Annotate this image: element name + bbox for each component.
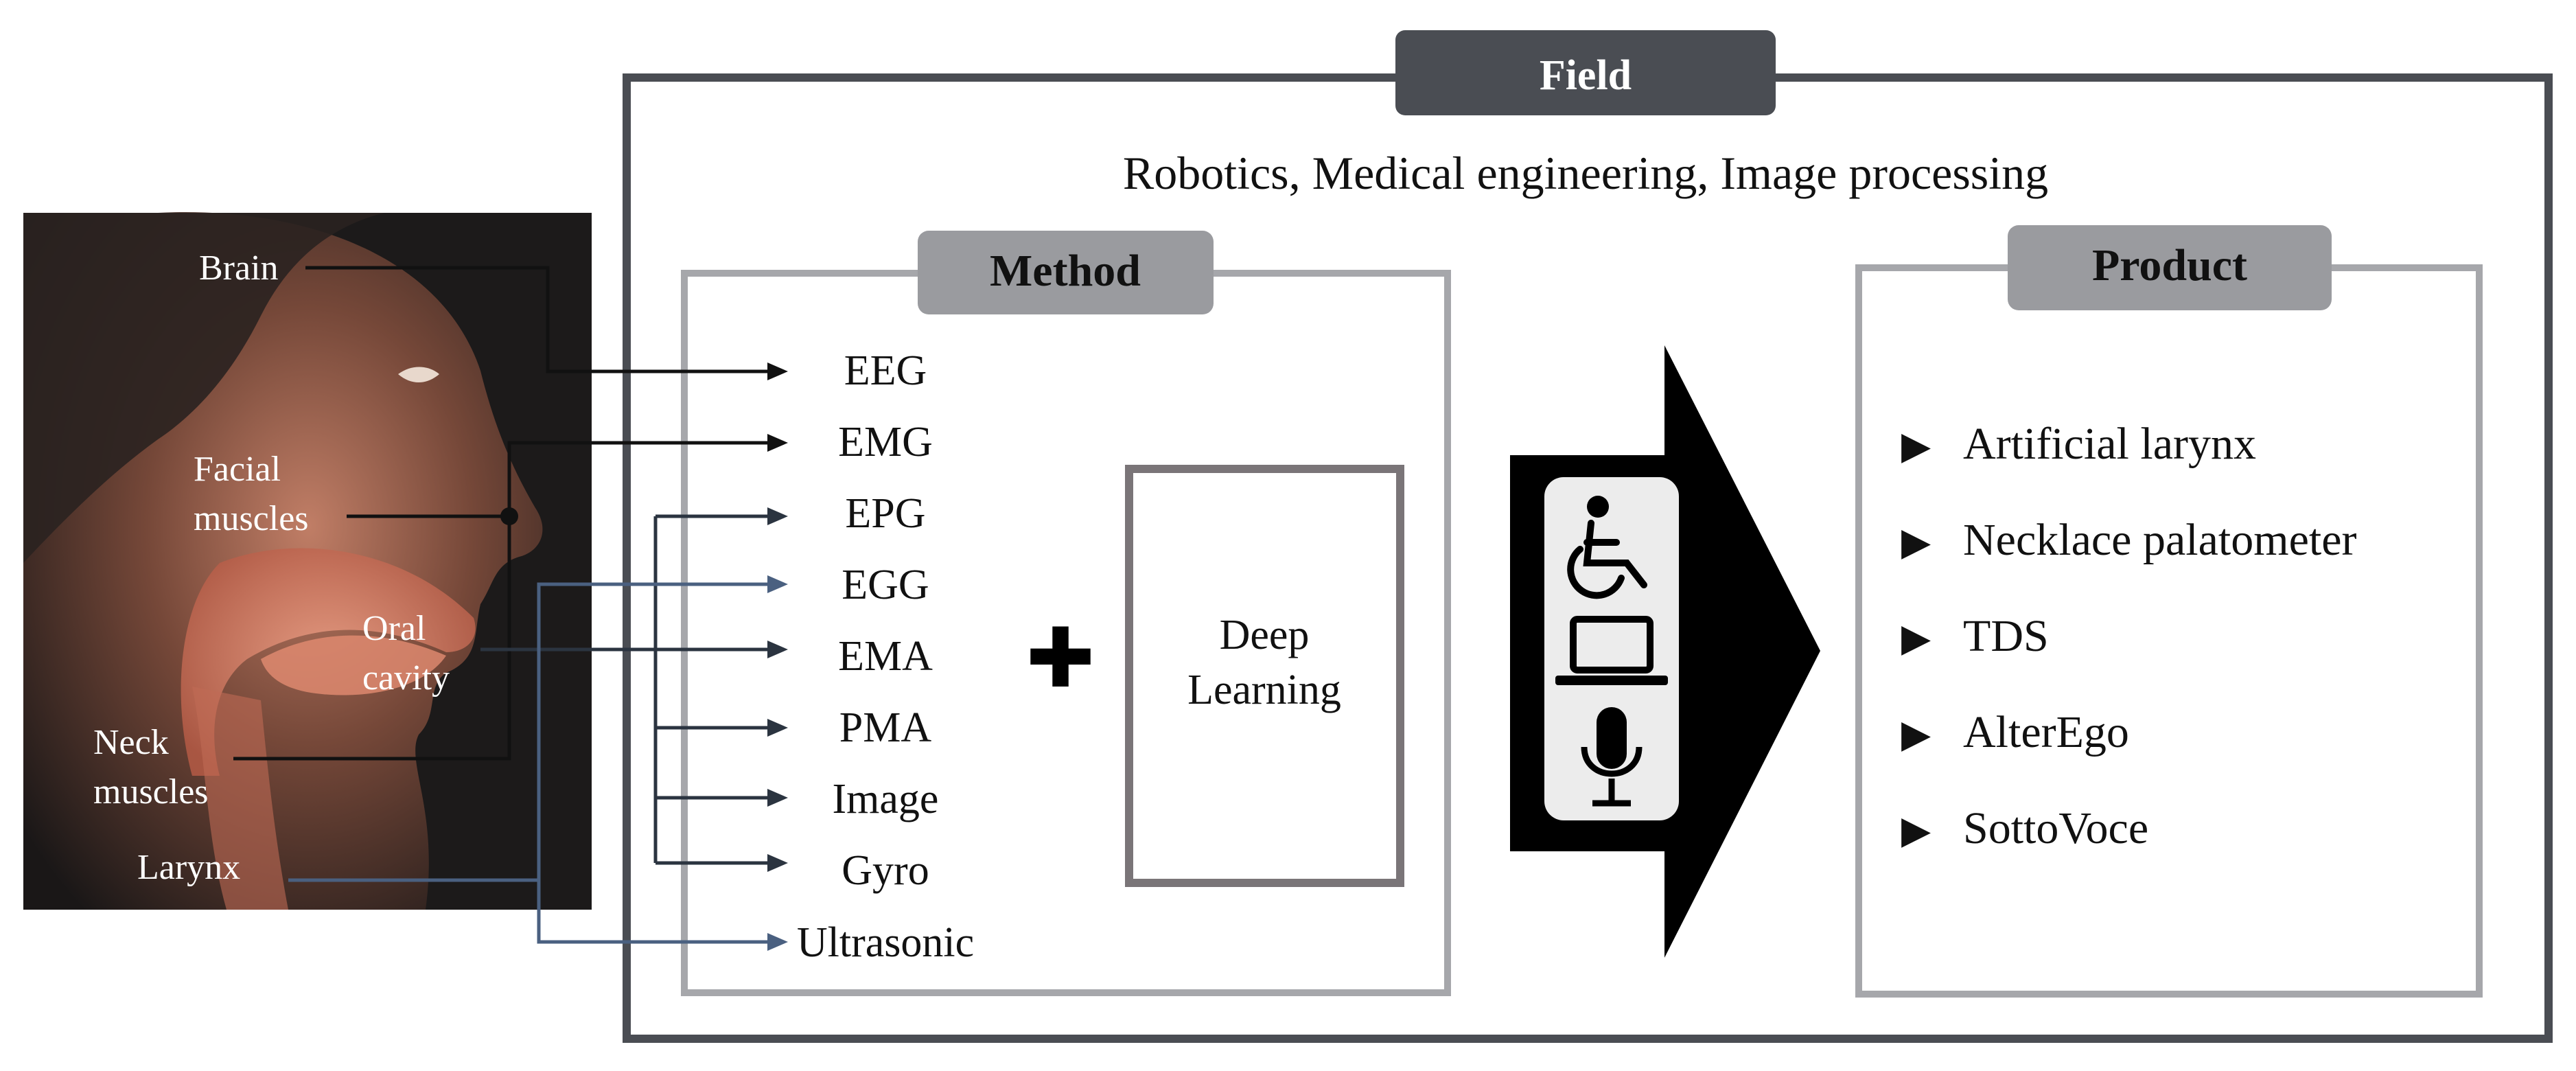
label-brain: Brain	[199, 249, 279, 288]
label-oral-2: cavity	[362, 658, 450, 698]
label-facial-1: Facial	[194, 450, 281, 489]
junction-dot	[500, 507, 518, 525]
product-item-sottovoce: SottoVoce	[1963, 803, 2148, 853]
arrowhead-epg	[767, 507, 788, 525]
wheelchair-icon	[1567, 496, 1647, 599]
product-item-tds: TDS	[1963, 611, 2049, 661]
product-item-alterego: AlterEgo	[1963, 707, 2129, 757]
method-title: Method	[990, 246, 1141, 296]
connector-larynx-egg	[537, 582, 769, 942]
label-larynx: Larynx	[137, 848, 240, 887]
arrowhead-egg	[767, 575, 788, 593]
arrowhead-pma	[767, 719, 788, 737]
method-item-pma: PMA	[839, 704, 932, 751]
plus-icon: ✚	[1026, 613, 1095, 704]
connector-brain-eeg	[305, 266, 769, 373]
arrowhead-emg	[767, 434, 788, 452]
product-bullet-1: ▶	[1901, 425, 1931, 468]
connector-larynx-ultrasonic	[537, 880, 769, 944]
method-item-ema: EMA	[838, 633, 933, 680]
label-facial-2: muscles	[194, 499, 309, 538]
method-item-emg: EMG	[838, 419, 933, 465]
product-item-artificial-larynx: Artificial larynx	[1963, 419, 2256, 469]
field-subtitle: Robotics, Medical engineering, Image pro…	[1123, 147, 2048, 199]
method-item-ultrasonic: Ultrasonic	[797, 919, 974, 966]
anatomy-image	[23, 211, 592, 910]
method-item-gyro: Gyro	[842, 847, 929, 894]
product-item-necklace-palatometer: Necklace palatometer	[1963, 515, 2356, 565]
method-item-epg: EPG	[845, 490, 925, 537]
arrowhead-image	[767, 789, 788, 807]
arrowhead-ultrasonic	[767, 933, 788, 951]
arrowhead-eeg	[767, 362, 788, 380]
laptop-icon	[1555, 616, 1668, 685]
label-oral-1: Oral	[362, 609, 426, 648]
product-title: Product	[2092, 240, 2247, 290]
product-bullet-4: ▶	[1901, 713, 1931, 756]
arrowhead-gyro	[767, 854, 788, 872]
method-item-image: Image	[833, 776, 939, 822]
method-item-eeg: EEG	[844, 347, 927, 394]
method-item-egg: EGG	[842, 562, 929, 608]
product-bullet-5: ▶	[1901, 809, 1931, 852]
product-tab	[2008, 225, 2332, 310]
deep-learning-box	[1125, 465, 1404, 887]
deep-learning-line-2: Learning	[1187, 667, 1341, 713]
arrowheads	[767, 362, 788, 951]
icon-panel	[1544, 477, 1679, 820]
arrowhead-ema	[767, 641, 788, 658]
product-bullet-2: ▶	[1901, 521, 1931, 564]
field-tab	[1395, 30, 1776, 115]
microphone-icon	[1581, 707, 1643, 807]
field-title: Field	[1540, 52, 1632, 99]
label-neck-2: muscles	[93, 772, 209, 811]
method-tab	[918, 231, 1214, 314]
product-frame	[1855, 264, 2483, 998]
product-bullet-3: ▶	[1901, 617, 1931, 660]
deep-learning-line-1: Deep	[1220, 612, 1310, 658]
label-neck-1: Neck	[93, 723, 169, 762]
connector-neck-emg	[233, 441, 769, 761]
